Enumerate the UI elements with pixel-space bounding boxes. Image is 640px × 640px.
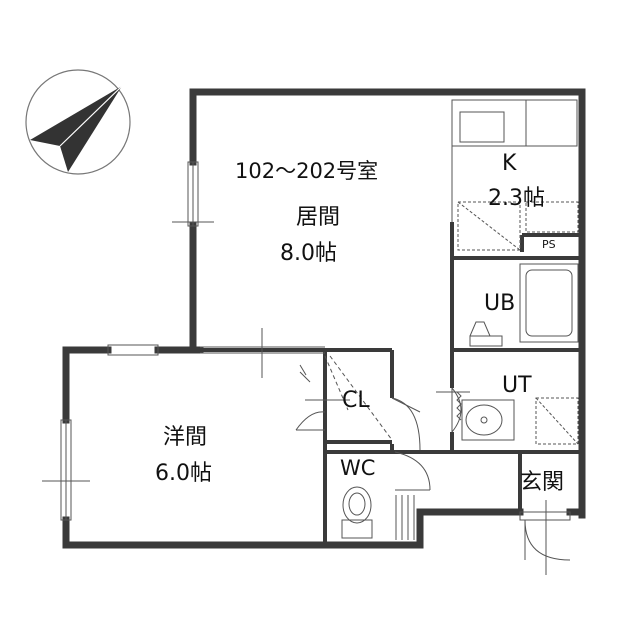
walls <box>62 88 586 549</box>
western-room-name: 洋間 <box>163 425 207 450</box>
thin-lines <box>42 99 579 575</box>
unit-title: 102～202号室 <box>235 159 378 183</box>
closet-name: CL <box>342 388 370 413</box>
kitchen-name: K <box>502 151 517 176</box>
living-room-size: 8.0帖 <box>280 241 337 266</box>
north-arrow-icon <box>30 85 123 172</box>
compass-circle <box>25 69 131 175</box>
bath-name: UB <box>484 291 515 316</box>
entrance-name: 玄関 <box>520 470 564 495</box>
utility-name: UT <box>502 373 532 398</box>
pipe-space-label: PS <box>542 238 556 251</box>
toilet-name: WC <box>340 456 375 480</box>
compass <box>25 69 131 175</box>
interior-walls <box>200 222 582 545</box>
western-room-size: 6.0帖 <box>155 461 212 486</box>
living-room-name: 居間 <box>296 205 340 230</box>
kitchen-size: 2.3帖 <box>488 186 545 211</box>
